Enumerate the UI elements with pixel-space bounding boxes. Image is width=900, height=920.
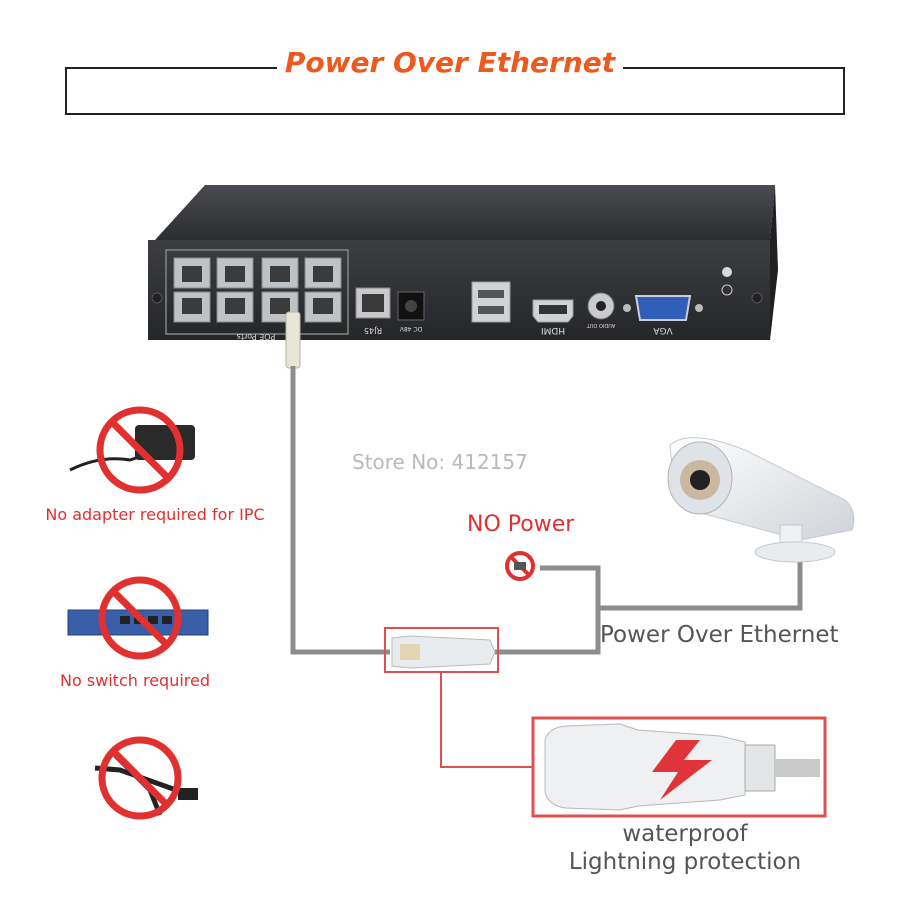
camera-illustration bbox=[667, 437, 855, 563]
poe-ports bbox=[173, 257, 342, 323]
vga-port bbox=[634, 295, 692, 321]
hdmi-label: HDMI bbox=[541, 325, 565, 335]
no-power-label: NO Power bbox=[467, 512, 575, 537]
no-switch-label: No switch required bbox=[59, 671, 211, 690]
page-title: Power Over Ethernet bbox=[276, 46, 624, 79]
switch-icon bbox=[67, 576, 209, 660]
store-watermark: Store No: 412157 bbox=[352, 450, 528, 474]
zoom-box bbox=[531, 716, 827, 818]
waterproof-caption: waterproof Lightning protection bbox=[540, 820, 830, 876]
rj45-label: RJ45 bbox=[364, 326, 382, 335]
no-adapter-label: No adapter required for IPC bbox=[45, 505, 265, 524]
vga-label: VGA bbox=[653, 325, 673, 335]
lightning-label: Lightning protection bbox=[568, 849, 802, 875]
splitter-icon bbox=[94, 736, 198, 820]
usb-ports bbox=[471, 281, 511, 323]
adapter-icon bbox=[69, 406, 195, 494]
cable-plug bbox=[285, 311, 301, 369]
zoomed-connector bbox=[544, 723, 820, 811]
title-wrap: Power Over Ethernet bbox=[0, 46, 900, 79]
ground-screw bbox=[722, 267, 732, 277]
nvr-device: POE Ports RJ45 DC 48V HDMI AUDIO OUT VGA bbox=[148, 185, 778, 341]
audio-label: AUDIO OUT bbox=[586, 322, 616, 328]
poe-label: Power Over Ethernet bbox=[600, 622, 839, 648]
waterproof-label: waterproof bbox=[622, 821, 748, 847]
lightning-icon bbox=[652, 740, 712, 800]
cable-lines bbox=[290, 366, 803, 655]
no-power-icon bbox=[505, 551, 535, 581]
dc-label: DC 48V bbox=[399, 325, 422, 332]
poe-ports-panel bbox=[165, 249, 349, 335]
callout-line bbox=[440, 672, 533, 768]
poe-ports-label: POE Ports bbox=[237, 332, 276, 341]
cable-connector bbox=[391, 635, 496, 669]
